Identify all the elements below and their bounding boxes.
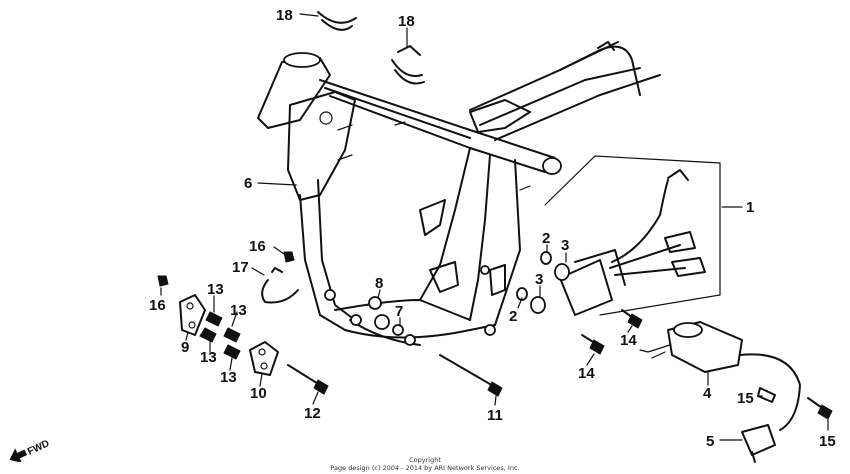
ignition-coil [639, 321, 801, 431]
callout-16a: 16 [249, 238, 266, 255]
callout-18a: 18 [276, 7, 293, 24]
callout-15b: 15 [819, 433, 836, 450]
callout-14a: 14 [620, 332, 637, 349]
callout-13a: 13 [207, 281, 224, 298]
callout-3a: 3 [561, 237, 569, 254]
forward-direction-arrow: FWD [9, 438, 51, 462]
long-bolts [287, 354, 503, 397]
frame-body [257, 41, 661, 346]
clamp-and-nuts [157, 251, 299, 304]
callout-13b: 13 [230, 302, 247, 319]
callout-10: 10 [250, 385, 267, 402]
damper-rubber-parts [516, 251, 570, 314]
callout-11: 11 [487, 407, 503, 424]
band-clamp-upper [317, 11, 425, 85]
callout-2b: 2 [509, 308, 517, 325]
cdi-unit-assembly [544, 155, 721, 316]
callout-7: 7 [395, 303, 403, 320]
cdi-mount-bolts [581, 309, 643, 355]
callout-18b: 18 [398, 13, 415, 30]
callout-2a: 2 [542, 230, 550, 247]
callout-13d: 13 [220, 369, 237, 386]
leader-lines [160, 13, 829, 441]
page-design-credit: Page design (c) 2004 - 2014 by ARI Netwo… [330, 464, 520, 472]
callout-labels: 18 18 6 1 2 3 3 2 16 17 16 13 13 9 13 13… [149, 7, 836, 450]
collars [368, 296, 404, 336]
callout-8: 8 [375, 275, 383, 292]
spark-plug-cap [741, 397, 833, 463]
callout-6: 6 [244, 175, 252, 192]
arrow-icon [9, 448, 28, 462]
callout-9: 9 [181, 339, 189, 356]
callout-14b: 14 [578, 365, 595, 382]
callout-1: 1 [746, 199, 754, 216]
callout-13c: 13 [200, 349, 217, 366]
copyright-line: Copyright [409, 456, 441, 464]
callout-3b: 3 [535, 271, 543, 288]
callout-4: 4 [703, 385, 712, 402]
callout-17: 17 [232, 259, 249, 276]
engine-hanger-plates [179, 294, 279, 376]
callout-5: 5 [706, 433, 714, 450]
fwd-label: FWD [26, 438, 51, 458]
callout-15a: 15 [737, 390, 754, 407]
callout-16b: 16 [149, 297, 166, 314]
callout-12: 12 [304, 405, 321, 422]
